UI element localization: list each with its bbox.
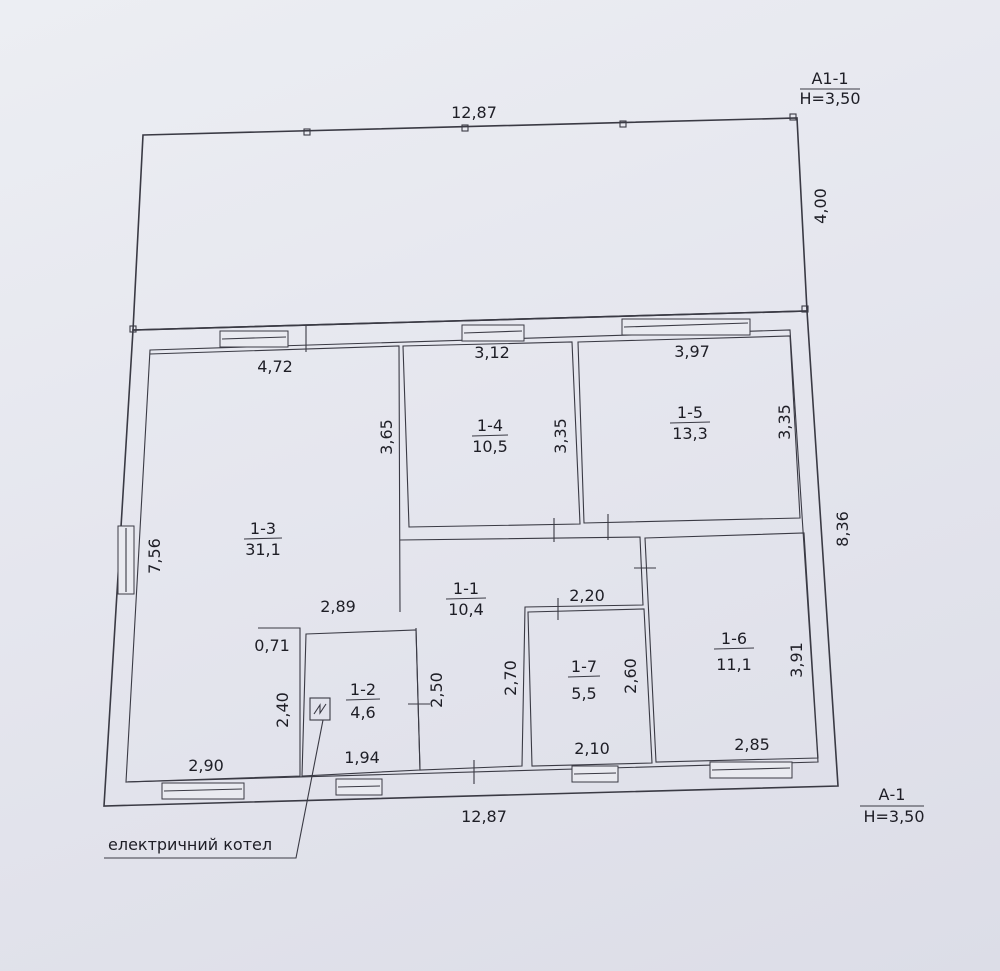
room-1-6-id: 1-6 [721, 629, 747, 648]
annex-posts [129, 113, 809, 333]
room-1-6-area: 11,1 [716, 655, 752, 674]
windows [117, 318, 793, 800]
room-1-2-id: 1-2 [350, 680, 376, 699]
dim-r17-height: 2,60 [621, 658, 640, 694]
room-1-3-id: 1-3 [250, 519, 276, 538]
dim-right-height: 8,36 [833, 511, 852, 547]
dim-r16-width: 2,85 [734, 735, 770, 754]
door-marks [305, 325, 656, 784]
dim-r15-width: 3,97 [674, 342, 710, 361]
dim-r12-height: 2,40 [273, 692, 292, 728]
room-1-7-label: 1-7 5,5 [567, 657, 601, 703]
room-1-2-label: 1-2 4,6 [345, 680, 381, 722]
dim-r14-width: 3,12 [474, 343, 510, 362]
dim-r16-height: 3,91 [787, 642, 806, 678]
dim-r15-height: 3,35 [775, 404, 794, 440]
annex-outline [132, 117, 808, 331]
section-top-height: Н=3,50 [799, 89, 860, 108]
dim-r13-height-right: 3,65 [377, 419, 396, 455]
dim-top-width: 12,87 [451, 103, 497, 122]
room-1-3-area: 31,1 [245, 540, 281, 559]
room-1-1-outline [399, 536, 644, 771]
boiler-leader-line [104, 719, 324, 859]
section-bottom-name: А-1 [879, 785, 906, 804]
room-1-1-area: 10,4 [448, 600, 484, 619]
dim-r11-height-left: 2,50 [427, 672, 446, 708]
dim-r14-height: 3,35 [551, 418, 570, 454]
dim-r12-offset: 0,71 [254, 636, 290, 655]
room-1-1-id: 1-1 [453, 579, 479, 598]
dim-r13-height-left: 7,56 [145, 538, 164, 574]
boiler-annotation: електричний котел [108, 835, 272, 854]
room-1-4-area: 10,5 [472, 437, 508, 456]
dim-r12-width: 1,94 [344, 748, 380, 767]
house-inner-wall [125, 329, 819, 783]
house-outer-wall [103, 310, 839, 807]
section-top-name: А1-1 [811, 69, 848, 88]
dim-r13-width-top: 4,72 [257, 357, 293, 376]
room-1-4-outline [402, 341, 581, 528]
dim-r17-width-bottom: 2,10 [574, 739, 610, 758]
dim-r11-width: 2,89 [320, 597, 356, 616]
room-1-6-outline [644, 532, 819, 763]
boiler-icon [309, 697, 331, 721]
dim-r17-width-top: 2,20 [569, 586, 605, 605]
dim-top-depth: 4,00 [811, 188, 830, 224]
room-1-7-outline [527, 608, 653, 767]
dim-bottom-width: 12,87 [461, 807, 507, 826]
room-1-6-label: 1-6 11,1 [713, 629, 755, 674]
room-1-5-label: 1-5 13,3 [669, 403, 711, 443]
room-1-4-id: 1-4 [477, 416, 503, 435]
dim-r13-width-bottom: 2,90 [188, 756, 224, 775]
dim-r11-height-right: 2,70 [501, 660, 520, 696]
room-1-5-id: 1-5 [677, 403, 703, 422]
room-1-1-label: 1-1 10,4 [445, 579, 487, 619]
room-1-5-area: 13,3 [672, 424, 708, 443]
room-1-4-label: 1-4 10,5 [471, 416, 509, 456]
room-1-2-area: 4,6 [350, 703, 375, 722]
room-1-7-area: 5,5 [571, 684, 596, 703]
room-1-3-outline [125, 345, 401, 783]
room-1-7-id: 1-7 [571, 657, 597, 676]
section-bottom-height: Н=3,50 [863, 807, 924, 826]
room-1-3-label: 1-3 31,1 [243, 519, 283, 559]
room-1-5-outline [577, 335, 801, 524]
room-1-2-outline [301, 629, 421, 777]
